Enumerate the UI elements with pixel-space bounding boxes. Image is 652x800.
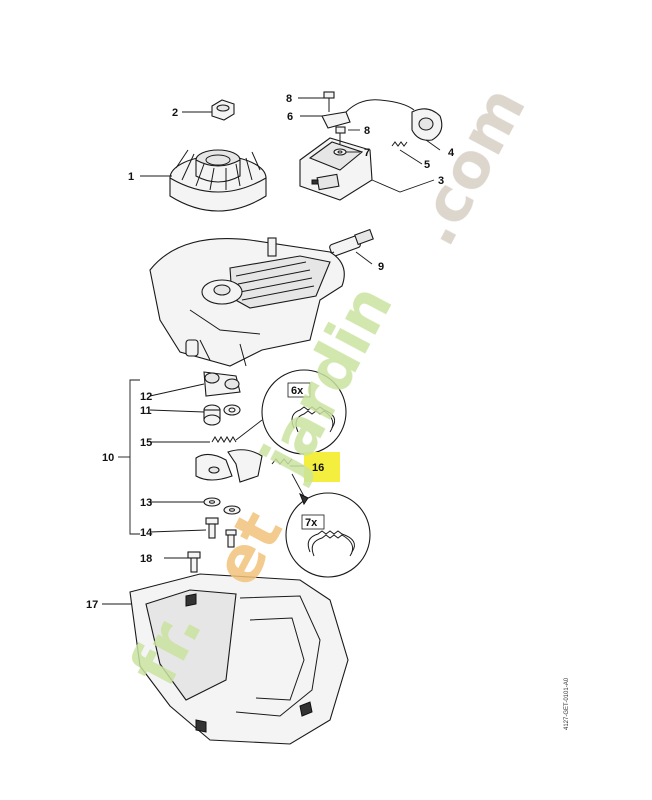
washer-13 [203, 497, 241, 515]
callout-7: 7 [364, 147, 370, 159]
highlight-16 [304, 452, 340, 482]
watermark-part4: .com [397, 75, 540, 257]
callout-4: 4 [448, 147, 455, 159]
callout-2: 2 [172, 107, 178, 119]
contact-spring [391, 141, 408, 147]
group-bracket [118, 379, 140, 535]
ignition-module [299, 99, 415, 201]
callout-11: 11 [140, 405, 152, 417]
inset-lower-qty: 7x [305, 517, 318, 529]
nut [211, 99, 235, 121]
callout-5: 5 [424, 159, 430, 171]
inset-spring-lower [285, 473, 371, 578]
spring-16 [271, 458, 293, 465]
callout-8-module: 8 [364, 125, 370, 137]
flywheel [169, 149, 267, 212]
callout-18: 18 [140, 553, 152, 565]
clutch-shoe [195, 449, 263, 483]
callout-8-top: 8 [286, 93, 292, 105]
leader-lines [102, 97, 441, 605]
inset-upper-qty: 6x [291, 385, 304, 397]
clutch-hub [203, 371, 241, 397]
callout-12: 12 [140, 391, 152, 403]
screw-module [335, 126, 346, 144]
callout-17: 17 [86, 599, 98, 611]
reference-code: 4127-GET-0101-A0 [564, 677, 570, 730]
callout-10: 10 [102, 452, 114, 464]
inset-spring-upper [235, 369, 347, 455]
washer-module [333, 148, 347, 156]
bush-spacer [203, 404, 241, 426]
callout-1: 1 [128, 171, 134, 183]
callout-13: 13 [140, 497, 152, 509]
callout-labels: 1 2 8 6 8 7 4 5 3 9 10 12 11 15 16 13 14… [86, 93, 455, 611]
crankcase-housing [129, 573, 349, 745]
callout-14: 14 [140, 527, 153, 539]
engine-block [149, 237, 345, 367]
callout-16: 16 [312, 462, 324, 474]
screw-top [323, 91, 335, 112]
callout-6: 6 [287, 111, 293, 123]
callout-3: 3 [438, 175, 444, 187]
clutch-spring-small [211, 436, 237, 443]
callout-15: 15 [140, 437, 152, 449]
callout-9: 9 [378, 261, 384, 273]
screw-18 [187, 551, 201, 573]
screw-14 [205, 517, 237, 548]
spark-plug-boot [411, 108, 443, 141]
